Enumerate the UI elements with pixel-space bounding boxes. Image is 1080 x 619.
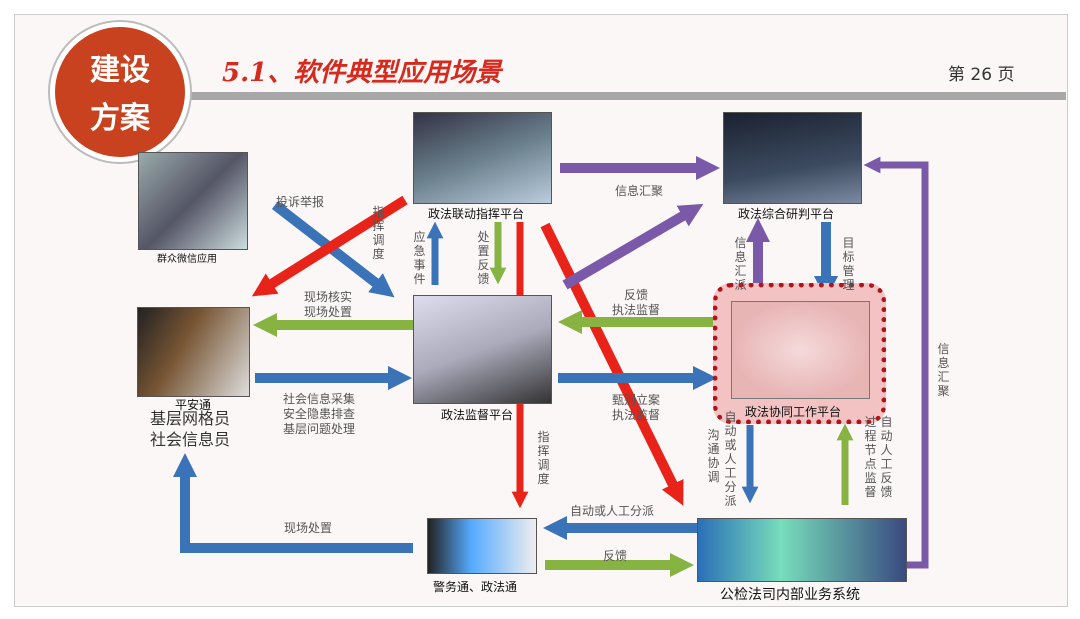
text-auto-assign: 自动或人工分派 — [724, 410, 737, 508]
text-social3: 基层问题处理 — [283, 422, 356, 436]
text-info-gather: 信息汇聚 — [615, 184, 664, 198]
label-pingan: 平安通 — [175, 398, 212, 412]
image-public-wechat — [138, 152, 248, 250]
text-feedback1: 反馈 — [624, 288, 649, 302]
text-info-gather2: 信息汇聚 — [937, 342, 950, 398]
image-mobile — [427, 518, 537, 574]
text-auto-feedback: 自动人工反馈 — [880, 415, 893, 499]
label-command: 政法联动指挥平台 — [428, 207, 525, 221]
arrow-purple-diagonal — [562, 203, 704, 290]
text-screen1: 甄别立案 — [612, 393, 661, 407]
header-bar — [180, 92, 1066, 100]
collab-platform-box — [713, 283, 886, 424]
image-analysis-center — [723, 112, 862, 204]
text-complaint: 投诉举报 — [276, 195, 325, 209]
slide-title: 5.1、软件典型应用场景 — [222, 58, 502, 88]
image-command-center — [413, 112, 552, 204]
section-logo: 建设方案 — [50, 22, 190, 162]
arrow-red-diagonal — [540, 222, 684, 506]
logo-text: 建设 — [90, 53, 150, 88]
text-feedback3: 反馈 — [603, 549, 628, 563]
image-supervision — [413, 295, 552, 404]
text-handle-feedback: 处置反馈 — [477, 230, 490, 286]
text-onsite1: 现场核实 — [304, 290, 353, 304]
text-onsite2: 现场处置 — [304, 305, 353, 319]
logo-text: 方案 — [90, 101, 150, 136]
text-process: 过程节点监督 — [864, 415, 877, 499]
label-supervision: 政法监督平台 — [441, 408, 514, 422]
text-info-report: 信息汇派 — [734, 236, 747, 292]
label-info-worker: 社会信息员 — [150, 430, 231, 449]
text-social2: 安全隐患排查 — [283, 407, 356, 421]
label-internal: 公检法司内部业务系统 — [720, 587, 860, 603]
text-screen2: 执法监督 — [612, 408, 661, 422]
arrow-info-loop — [863, 156, 929, 569]
label-grid-worker: 基层网格员 — [150, 409, 231, 428]
image-internal-system — [697, 518, 907, 582]
label-analysis: 政法综合研判平台 — [738, 207, 835, 221]
text-dispatch1: 指挥调度 — [372, 205, 385, 261]
image-pingan — [137, 307, 250, 397]
text-target: 目标管理 — [842, 236, 855, 292]
arrow-onsite-loop — [172, 452, 413, 553]
text-emergency: 应急事件 — [413, 230, 426, 286]
label-mobile: 警务通、政法通 — [433, 580, 518, 594]
label-public-wechat: 群众微信应用 — [157, 254, 217, 265]
text-communicate: 沟通协调 — [707, 428, 720, 484]
page-number: 第 26 页 — [948, 65, 1015, 85]
text-onsite3: 现场处置 — [284, 521, 333, 535]
text-dispatch2: 指挥调度 — [537, 430, 550, 486]
text-social1: 社会信息采集 — [283, 392, 356, 406]
label-collab: 政法协同工作平台 — [745, 405, 842, 419]
text-feedback2: 执法监督 — [612, 303, 661, 317]
text-auto-assign2: 自动或人工分派 — [570, 504, 655, 518]
arrow-dispatch — [251, 195, 408, 297]
collab-image — [731, 301, 870, 399]
